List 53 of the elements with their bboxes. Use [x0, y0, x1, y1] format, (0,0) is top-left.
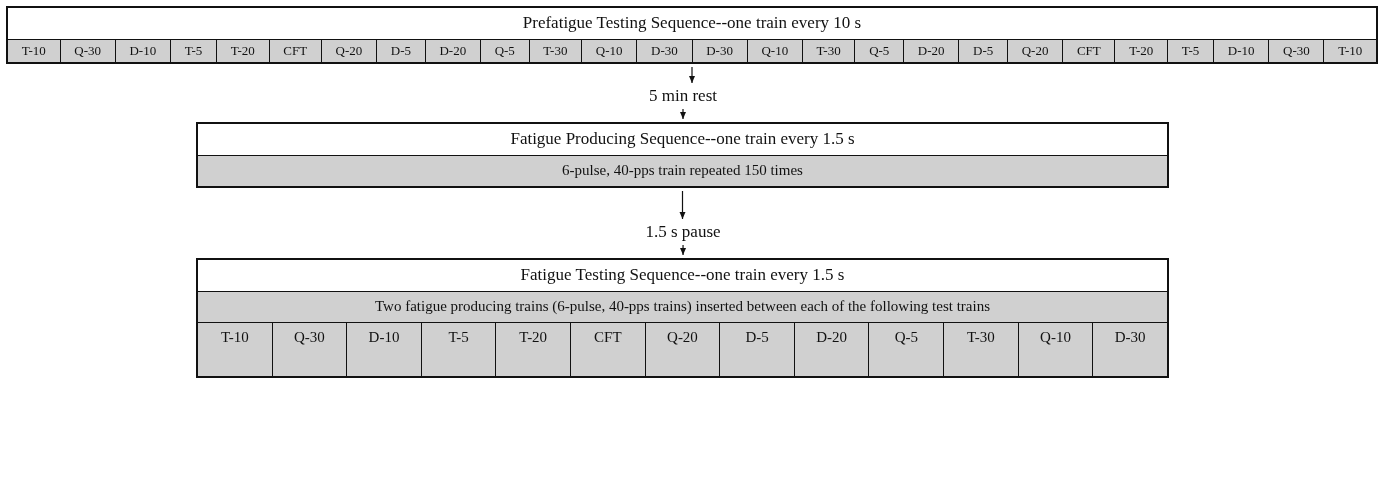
table-cell: D-20	[424, 39, 480, 62]
table-cell: D-5	[958, 39, 1007, 62]
description-band: 6-pulse, 40-pps train repeated 150 times	[198, 155, 1167, 186]
sequence-box	[196, 122, 1169, 188]
table-cell: D-10	[114, 39, 170, 62]
table-cell: T-10	[198, 322, 272, 376]
table-cell: D-5	[376, 39, 425, 62]
sequence-title: Prefatigue Testing Sequence--one train every 10 s	[521, 12, 863, 34]
table-cell: T-10	[8, 39, 60, 62]
interval-text: 1.5 s pause	[645, 222, 721, 242]
table-cell: CFT	[570, 322, 645, 376]
table-cell: Q-20	[1007, 39, 1063, 62]
table-cell: Q-20	[320, 39, 376, 62]
table-cell: T-5	[1167, 39, 1214, 62]
table-cell: Q-30	[1268, 39, 1324, 62]
table-cell: T-20	[1114, 39, 1168, 62]
table-cell: T-5	[169, 39, 216, 62]
table-cell: Q-10	[581, 39, 637, 62]
table-cell: D-20	[903, 39, 959, 62]
table-cell: T-30	[943, 322, 1018, 376]
sequence-title: Fatigue Testing Sequence--one train every 1.5 s	[519, 264, 846, 286]
table-cell: Q-10	[1017, 322, 1093, 376]
table-cell: Q-5	[479, 39, 529, 62]
table-cell: D-20	[793, 322, 869, 376]
table-cell: Q-5	[854, 39, 904, 62]
sequence-title: Fatigue Producing Sequence--one train every 1.5 s	[509, 128, 856, 150]
arrow	[680, 244, 687, 256]
table-cell: Q-30	[271, 322, 347, 376]
table-cell: D-10	[1213, 39, 1269, 62]
table-cell: D-30	[691, 39, 747, 62]
table-cell: D-5	[719, 322, 794, 376]
table-cell: Q-30	[59, 39, 115, 62]
table-cell: T-30	[528, 39, 582, 62]
description-band: Two fatigue producing trains (6-pulse, 40-pps trains) inserted between each of the following test trains	[198, 291, 1167, 322]
table-cell: Q-10	[746, 39, 802, 62]
table-cell: T-30	[801, 39, 855, 62]
arrow	[689, 66, 695, 84]
table-cell: Q-20	[644, 322, 720, 376]
table-cell: D-30	[1092, 322, 1167, 376]
table-cell: T-10	[1323, 39, 1376, 62]
arrow	[679, 190, 686, 220]
table-cell: CFT	[1062, 39, 1115, 62]
table-cell: T-20	[215, 39, 269, 62]
interval-text: 5 min rest	[649, 86, 717, 106]
table-cell: D-30	[636, 39, 692, 62]
sequence-box	[6, 6, 1378, 64]
table-cell: Q-5	[868, 322, 944, 376]
table-cell: T-5	[420, 322, 496, 376]
sequence-box	[196, 258, 1169, 378]
table-cell: T-20	[495, 322, 571, 376]
table-cell: D-10	[346, 322, 421, 376]
table-cell: CFT	[268, 39, 321, 62]
arrow	[680, 108, 686, 120]
